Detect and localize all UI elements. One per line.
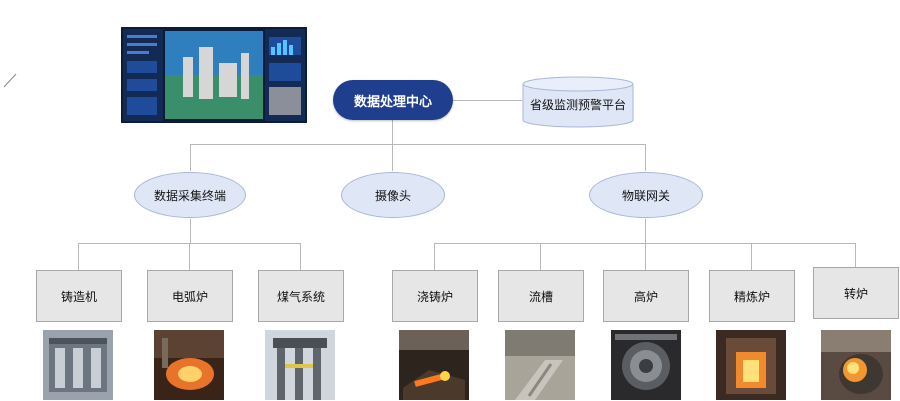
connector-tier2-bus [190,144,646,145]
refining-furnace-photo [716,330,786,400]
monitoring-dashboard-image [121,27,307,123]
arc-furnace-label: 电弧炉 [171,289,208,304]
ladle-box: 浇铸炉 [392,270,478,322]
provincial-platform-database-icon [522,76,634,128]
gas-system-photo [265,330,335,400]
casting-machine-box: 铸造机 [36,270,122,322]
casting-machine-label: 铸造机 [60,289,97,304]
data-processing-center-node: 数据处理中心 [333,80,453,120]
blast-furnace-box: 高炉 [603,270,689,322]
launder-box: 流槽 [498,270,584,322]
data-collection-terminal-node: 数据采集终端 [134,172,246,218]
refining-furnace-box: 精炼炉 [709,270,795,322]
ladle-label: 浇铸炉 [416,289,453,304]
provincial-platform-label: 省级监测预警平台 [529,98,626,112]
launder-label: 流槽 [528,289,553,304]
ladle-photo [399,330,469,400]
connector-to-arc-furnace [189,243,190,270]
converter-box: 转炉 [813,267,899,319]
arc-furnace-box: 电弧炉 [147,270,233,322]
camera-node: 摄像头 [341,172,445,218]
camera-label: 摄像头 [374,188,411,203]
connector-center-to-platform [453,100,522,101]
blast-furnace-photo [611,330,681,400]
connector-to-collect [190,144,191,171]
connector-right-bus [434,243,855,244]
iot-gateway-node: 物联网关 [589,172,703,218]
data-collection-terminal-label: 数据采集终端 [153,188,226,203]
connector-center-down [392,120,393,144]
converter-photo [821,330,891,400]
converter-label: 转炉 [843,286,868,301]
connector-to-refining-furnace [751,243,752,270]
connector-to-launder [540,243,541,270]
launder-photo [505,330,575,400]
connector-to-casting-machine [78,243,79,270]
iot-gateway-label: 物联网关 [621,188,670,203]
data-processing-center-label: 数据处理中心 [353,94,432,110]
pen-stroke-mark [3,73,17,88]
connector-collect-down [190,219,191,243]
connector-gateway-down [645,219,646,243]
connector-to-gateway [645,144,646,171]
connector-to-blast-furnace [645,243,646,270]
blast-furnace-label: 高炉 [633,289,658,304]
connector-to-converter [855,243,856,267]
connector-to-camera [392,144,393,171]
connector-to-ladle [434,243,435,270]
refining-furnace-label: 精炼炉 [733,289,770,304]
gas-system-label: 煤气系统 [276,289,325,304]
connector-to-gas-system [300,243,301,270]
arc-furnace-photo [154,330,224,400]
casting-machine-photo [43,330,113,400]
gas-system-box: 煤气系统 [258,270,344,322]
